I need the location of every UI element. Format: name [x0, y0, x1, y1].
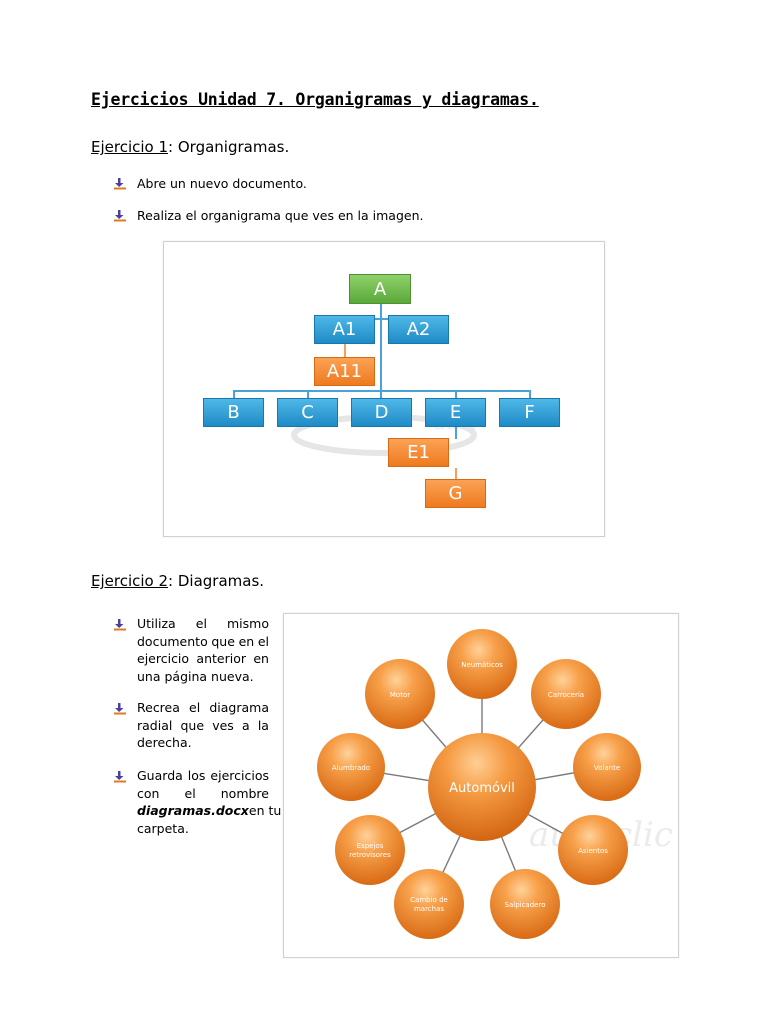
node-motor — [365, 659, 435, 729]
node-espejos — [335, 815, 405, 885]
org-node-a1: A1 — [314, 315, 375, 344]
org-node-d: D — [351, 398, 412, 427]
svg-text:marchas: marchas — [414, 905, 444, 913]
svg-text:Neumáticos: Neumáticos — [461, 661, 503, 669]
org-node-a: A — [349, 274, 411, 304]
connector — [455, 468, 457, 482]
org-node-f: F — [499, 398, 560, 427]
exercise-1-title: : Organigramas. — [168, 138, 290, 156]
bullet-item: Abre un nuevo documento. — [114, 176, 514, 194]
connector — [233, 390, 529, 392]
node-carroceria — [531, 659, 601, 729]
svg-text:Cambio de: Cambio de — [410, 896, 448, 904]
radial-diagram-image: aula clic Neumáticos Motor Carrocería Al… — [283, 613, 679, 958]
exercise-1-label: Ejercicio 1 — [91, 138, 169, 156]
node-salpicadero — [490, 869, 560, 939]
org-node-c: C — [277, 398, 338, 427]
exercise-2-heading: Ejercicio 2: Diagramas. — [91, 572, 264, 590]
radial-diagram: aula clic Neumáticos Motor Carrocería Al… — [317, 629, 673, 939]
node-neumaticos — [447, 629, 517, 699]
svg-text:Automóvil: Automóvil — [449, 781, 515, 796]
page-title: Ejercicios Unidad 7. Organigramas y diag… — [91, 90, 539, 109]
connector — [455, 427, 457, 439]
svg-text:Volante: Volante — [594, 764, 620, 772]
filename: diagramas.docx — [137, 803, 249, 818]
org-node-a2: A2 — [388, 315, 449, 344]
org-node-g: G — [425, 479, 486, 508]
svg-text:Espejos: Espejos — [357, 842, 384, 850]
connector — [380, 304, 382, 318]
exercise-1-heading: Ejercicio 1: Organigramas. — [91, 138, 289, 156]
arrow-bullet-icon — [114, 703, 126, 715]
org-node-e1: E1 — [388, 438, 449, 467]
svg-text:Motor: Motor — [390, 691, 410, 699]
svg-text:Carrocería: Carrocería — [548, 691, 584, 699]
svg-text:Asientos: Asientos — [578, 847, 608, 855]
node-asientos — [558, 815, 628, 885]
svg-text:Alumbrado: Alumbrado — [332, 764, 370, 772]
svg-text:Salpicadero: Salpicadero — [505, 901, 546, 909]
arrow-bullet-icon — [114, 619, 126, 631]
arrow-bullet-icon — [114, 210, 126, 222]
connector — [529, 390, 531, 398]
org-node-b: B — [203, 398, 264, 427]
bullet-item: Realiza el organigrama que ves en la ima… — [114, 208, 514, 226]
exercise-2-label: Ejercicio 2 — [91, 572, 169, 590]
connector — [307, 390, 309, 398]
node-alumbrado — [317, 733, 385, 801]
org-node-a11: A11 — [314, 357, 375, 386]
bullet-text: Realiza el organigrama que ves en la ima… — [137, 208, 424, 223]
node-volante — [573, 733, 641, 801]
connector — [233, 390, 235, 398]
node-automovil — [428, 733, 536, 841]
exercise-2-title: : Diagramas. — [168, 572, 265, 590]
connector — [380, 318, 382, 398]
connector — [455, 390, 457, 398]
node-cambio-marchas — [394, 869, 464, 939]
arrow-bullet-icon — [114, 771, 126, 783]
org-node-e: E — [425, 398, 486, 427]
org-chart-image: aula clic A A1 A2 A11 B C D E F E1 G — [163, 241, 605, 537]
bullet-text: Abre un nuevo documento. — [137, 176, 307, 191]
svg-text:retrovisores: retrovisores — [349, 851, 391, 859]
arrow-bullet-icon — [114, 178, 126, 190]
connector — [344, 342, 346, 359]
